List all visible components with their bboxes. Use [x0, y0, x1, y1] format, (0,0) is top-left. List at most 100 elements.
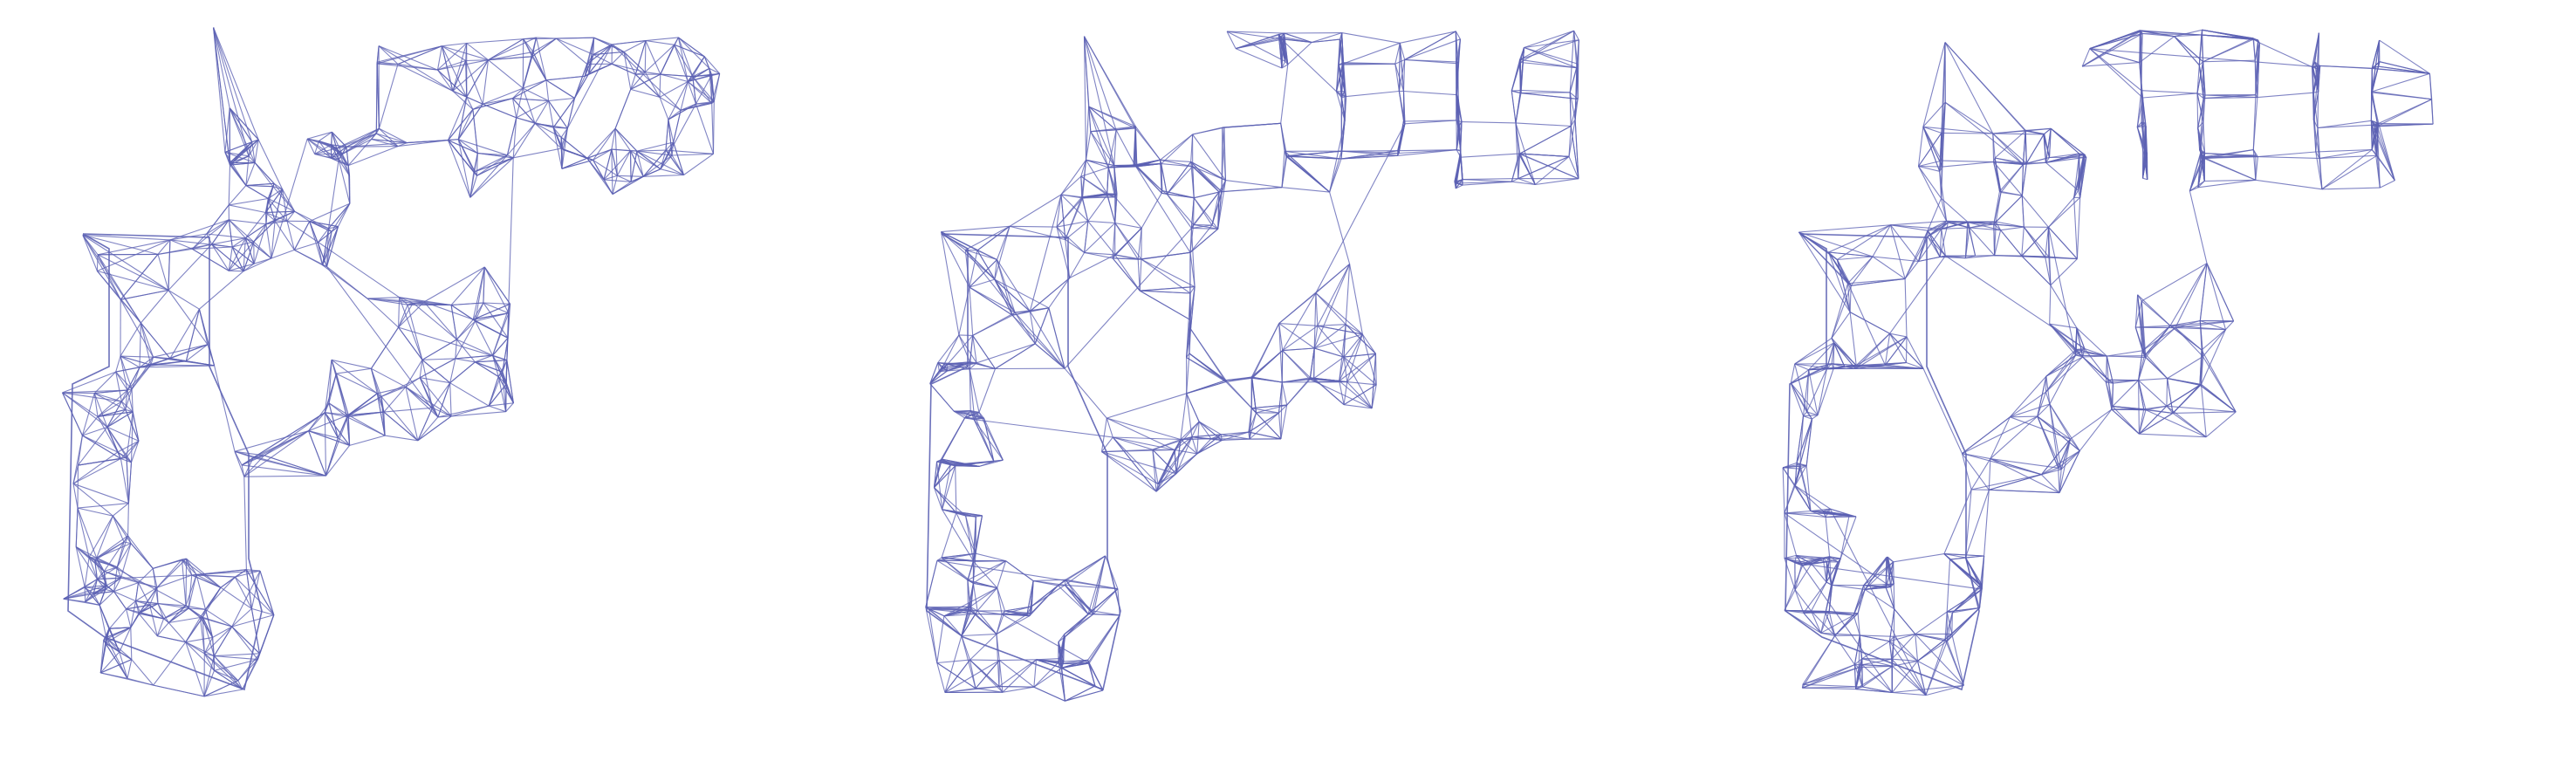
graph-edge [1361, 333, 1376, 354]
graph-edge [112, 515, 129, 537]
graph-edge [1454, 151, 1462, 183]
graph-edge [561, 157, 588, 169]
graph-edge [245, 185, 269, 199]
graph-edge [2139, 36, 2175, 64]
graph-edge [1280, 64, 1289, 124]
graph-edge [336, 133, 377, 149]
graph-edge [1160, 134, 1193, 161]
graph-edge [2196, 61, 2204, 93]
graph-edge [1944, 42, 1994, 134]
graph-edge [1827, 251, 1851, 312]
graph-edge [2023, 226, 2050, 257]
graph-edge [1080, 175, 1108, 195]
graph-edge [1905, 336, 1908, 363]
graph-edge [397, 63, 438, 71]
graph-edge [466, 43, 489, 61]
graph-edge [442, 42, 467, 47]
graph-edge [1906, 361, 1924, 369]
graph-edge [2041, 467, 2059, 476]
graph-edge [2315, 151, 2320, 159]
graph-edge [974, 419, 1113, 438]
graph-edge [1194, 190, 1223, 199]
graph-edge [347, 415, 351, 446]
graph-edge [1520, 89, 1571, 93]
graph-edge [1064, 367, 1107, 419]
graph-edge [317, 228, 329, 243]
graph-edge [1011, 314, 1065, 369]
graph-edge [466, 38, 524, 45]
graph-edge [1251, 350, 1284, 379]
graph-edge [139, 360, 187, 368]
graph-edge [324, 360, 332, 413]
graph-edge [331, 144, 349, 166]
graph-edge [103, 640, 128, 679]
graph-edge [206, 204, 230, 235]
graph-edge [659, 74, 661, 98]
graph-edge [1946, 588, 1983, 613]
graph-edge [96, 557, 187, 607]
graph-edge [1087, 194, 1108, 222]
graph-edge [1192, 134, 1226, 181]
graph-edge [1888, 641, 1927, 696]
graph-drawing-2 [925, 30, 1579, 702]
graph-edge [1196, 438, 1212, 455]
graph-edge [62, 389, 128, 394]
graph-edge [1082, 197, 1089, 222]
graph-edge [2380, 180, 2395, 189]
graph-edge [2175, 263, 2208, 328]
graph-edge [1248, 431, 1282, 440]
graph-edge [1340, 150, 1398, 160]
graph-edge [1346, 381, 1377, 386]
graph-edge [630, 150, 644, 177]
graph-edge [1925, 684, 1964, 696]
graph-edge [169, 239, 233, 248]
graph-edge [2252, 38, 2256, 61]
graph-edge [1917, 641, 1948, 662]
graph-edge [1058, 584, 1065, 586]
graph-edge [1890, 224, 1942, 230]
graph-edge [506, 123, 536, 156]
graph-edge [185, 641, 205, 697]
graph-edge [106, 411, 134, 428]
graph-edge [1889, 333, 1924, 369]
graph-edge [97, 566, 118, 580]
graph-edge [2189, 181, 2205, 192]
graph-edge [1460, 153, 1519, 158]
graph-edge [97, 411, 134, 417]
graph-edge [994, 278, 1016, 313]
graph-edge [1106, 193, 1116, 223]
graph-edge [677, 37, 689, 82]
graph-edge [1282, 377, 1311, 383]
graph-edge [994, 226, 1011, 280]
graph-edge [964, 250, 996, 280]
graph-edge [181, 559, 187, 607]
graph-edge [2045, 351, 2076, 393]
graph-edge [138, 613, 164, 620]
graph-edge [1108, 166, 1136, 168]
graph-edge [997, 560, 1007, 588]
graph-edge [1891, 658, 1918, 662]
graph-edge [2314, 32, 2319, 63]
graph-edge [1155, 436, 1193, 492]
graph-edge [2321, 187, 2381, 190]
graph-edge [1180, 439, 1198, 455]
graph-edge [1524, 39, 1579, 49]
graph-edge [82, 234, 169, 291]
graph-edge [2203, 59, 2256, 63]
graph-edge [1861, 664, 1893, 693]
graph-edge [1811, 561, 1827, 565]
graph-edge [548, 100, 554, 128]
graph-edge [319, 141, 343, 155]
graph-edge [636, 150, 673, 156]
graph-edge [2141, 121, 2147, 127]
graph-edge [1189, 353, 1227, 382]
graph-edge [1189, 286, 1196, 294]
graph-edge [475, 320, 494, 356]
graph-edge [709, 67, 720, 74]
graph-edge [947, 368, 970, 372]
graph-edge [231, 246, 255, 264]
graph-edge [1189, 286, 1196, 330]
graph-edge [929, 371, 940, 384]
graph-edge [1515, 122, 1572, 127]
graph-edge [535, 37, 547, 80]
